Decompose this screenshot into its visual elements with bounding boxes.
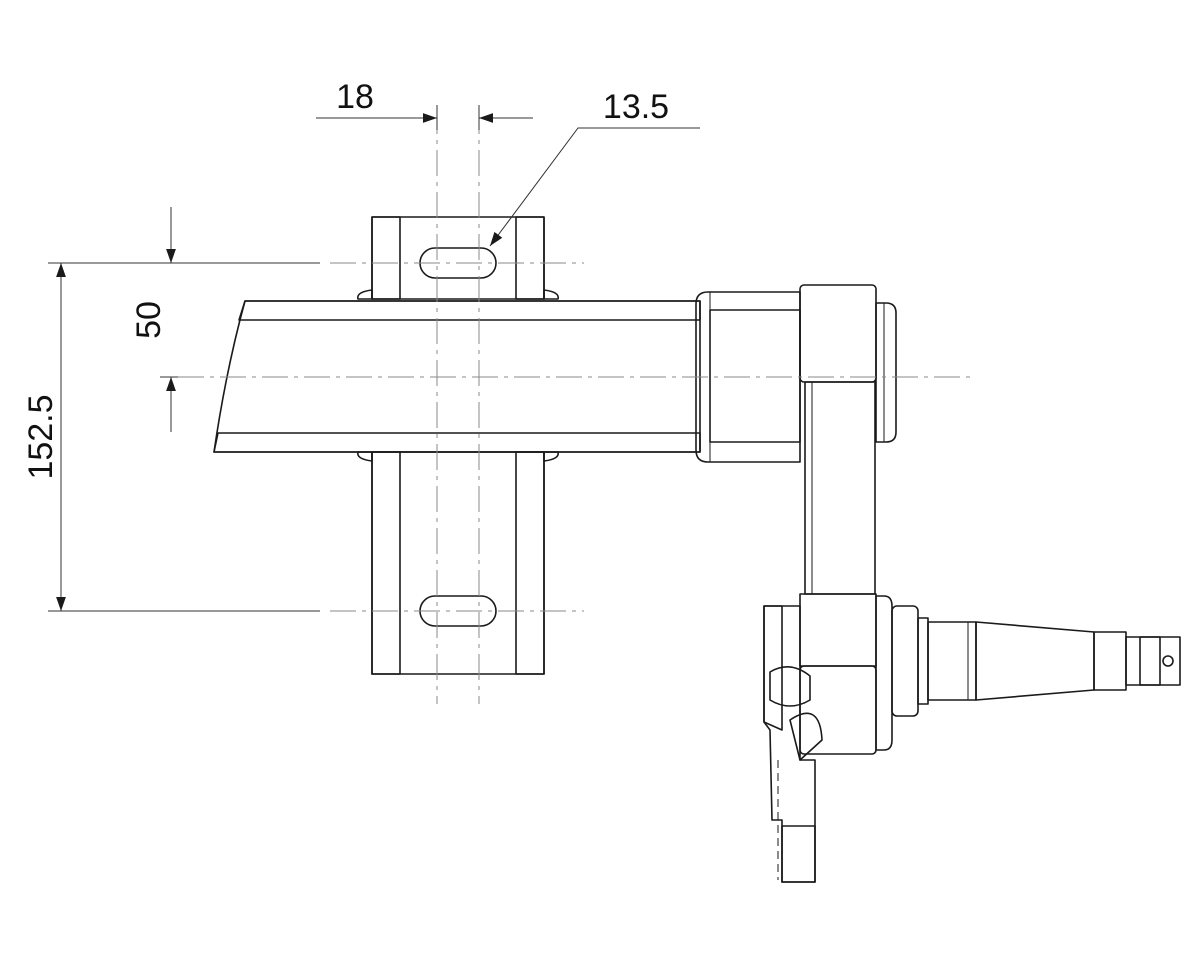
spindle — [891, 605, 1181, 717]
dimension-label-152-5: 152.5 — [22, 394, 60, 479]
steering-arm — [799, 284, 897, 755]
dimension-slot-spacing: 18 — [316, 78, 533, 130]
dimension-axle-half-height: 50 — [130, 207, 320, 432]
center-lines — [178, 108, 972, 704]
dimension-label-13-5: 13.5 — [603, 88, 669, 126]
dimension-slot-width: 13.5 — [489, 88, 700, 247]
mounting-bracket — [356, 216, 560, 675]
dimension-label-18: 18 — [336, 78, 374, 116]
brake-flange — [763, 605, 823, 883]
axle-beam — [213, 300, 701, 453]
dimension-bracket-height: 152.5 — [22, 262, 320, 612]
dimension-label-50: 50 — [130, 301, 168, 339]
